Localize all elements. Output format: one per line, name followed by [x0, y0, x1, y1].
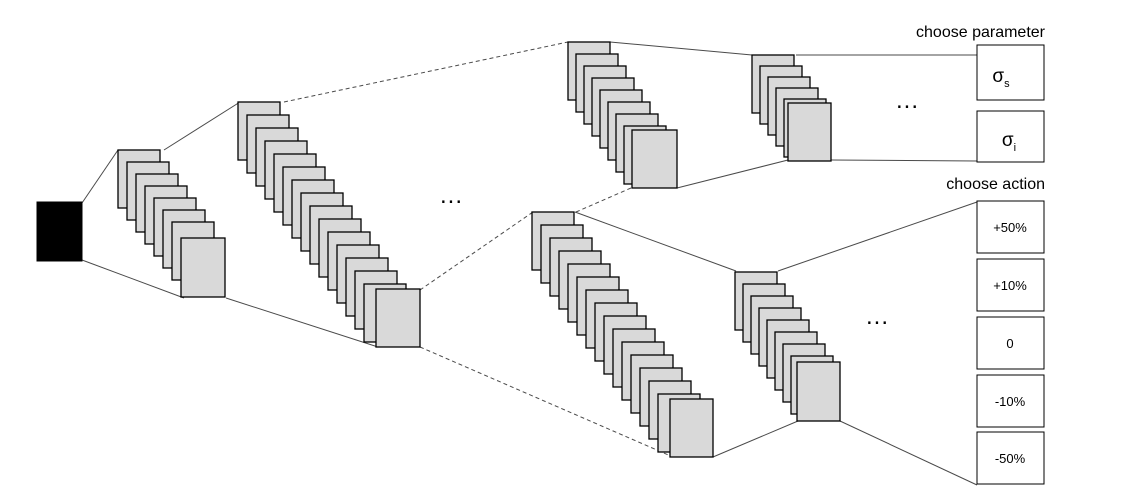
action-option-minus-50: -50% [976, 431, 1045, 485]
input-image [36, 201, 83, 262]
action-option-zero: 0 [976, 316, 1045, 370]
parameter-option-symbol: σ [992, 66, 1004, 87]
feature-map-stack-action-b [734, 271, 841, 422]
ellipsis-parameter-branch: ... [896, 87, 919, 114]
action-option-plus-10: +10% [976, 258, 1045, 312]
feature-map-stack-1 [117, 149, 226, 298]
svg-text:-50%: -50% [995, 451, 1026, 466]
svg-text:+10%: +10% [993, 278, 1027, 293]
svg-text:-10%: -10% [995, 394, 1026, 409]
action-option-plus-50: +50% [976, 200, 1045, 254]
parameter-option-symbol: σ [1002, 130, 1014, 151]
feature-map-stack-2 [237, 101, 421, 348]
ellipsis-action-branch: ... [866, 303, 889, 330]
feature-map-stack-parameter-a [567, 41, 678, 189]
svg-text:σs: σs [992, 66, 1010, 90]
svg-text:+50%: +50% [993, 220, 1027, 235]
svg-text:0: 0 [1006, 336, 1013, 351]
parameter-option-subscript: s [1004, 78, 1010, 90]
feature-map-stack-parameter-b [751, 54, 832, 162]
connection-lines [81, 41, 978, 486]
choose-parameter-label: choose parameter [916, 24, 1046, 41]
parameter-option-subscript: i [1014, 142, 1016, 154]
choose-action-label: choose action [946, 176, 1045, 193]
ellipsis-middle: ... [440, 182, 463, 209]
feature-map-stack-action-a [531, 211, 714, 458]
svg-text:σi: σi [1002, 130, 1016, 154]
action-option-minus-10: -10% [976, 374, 1045, 428]
parameter-option-sigma-i: σi [976, 110, 1045, 163]
parameter-option-sigma-s: σs [976, 44, 1045, 101]
